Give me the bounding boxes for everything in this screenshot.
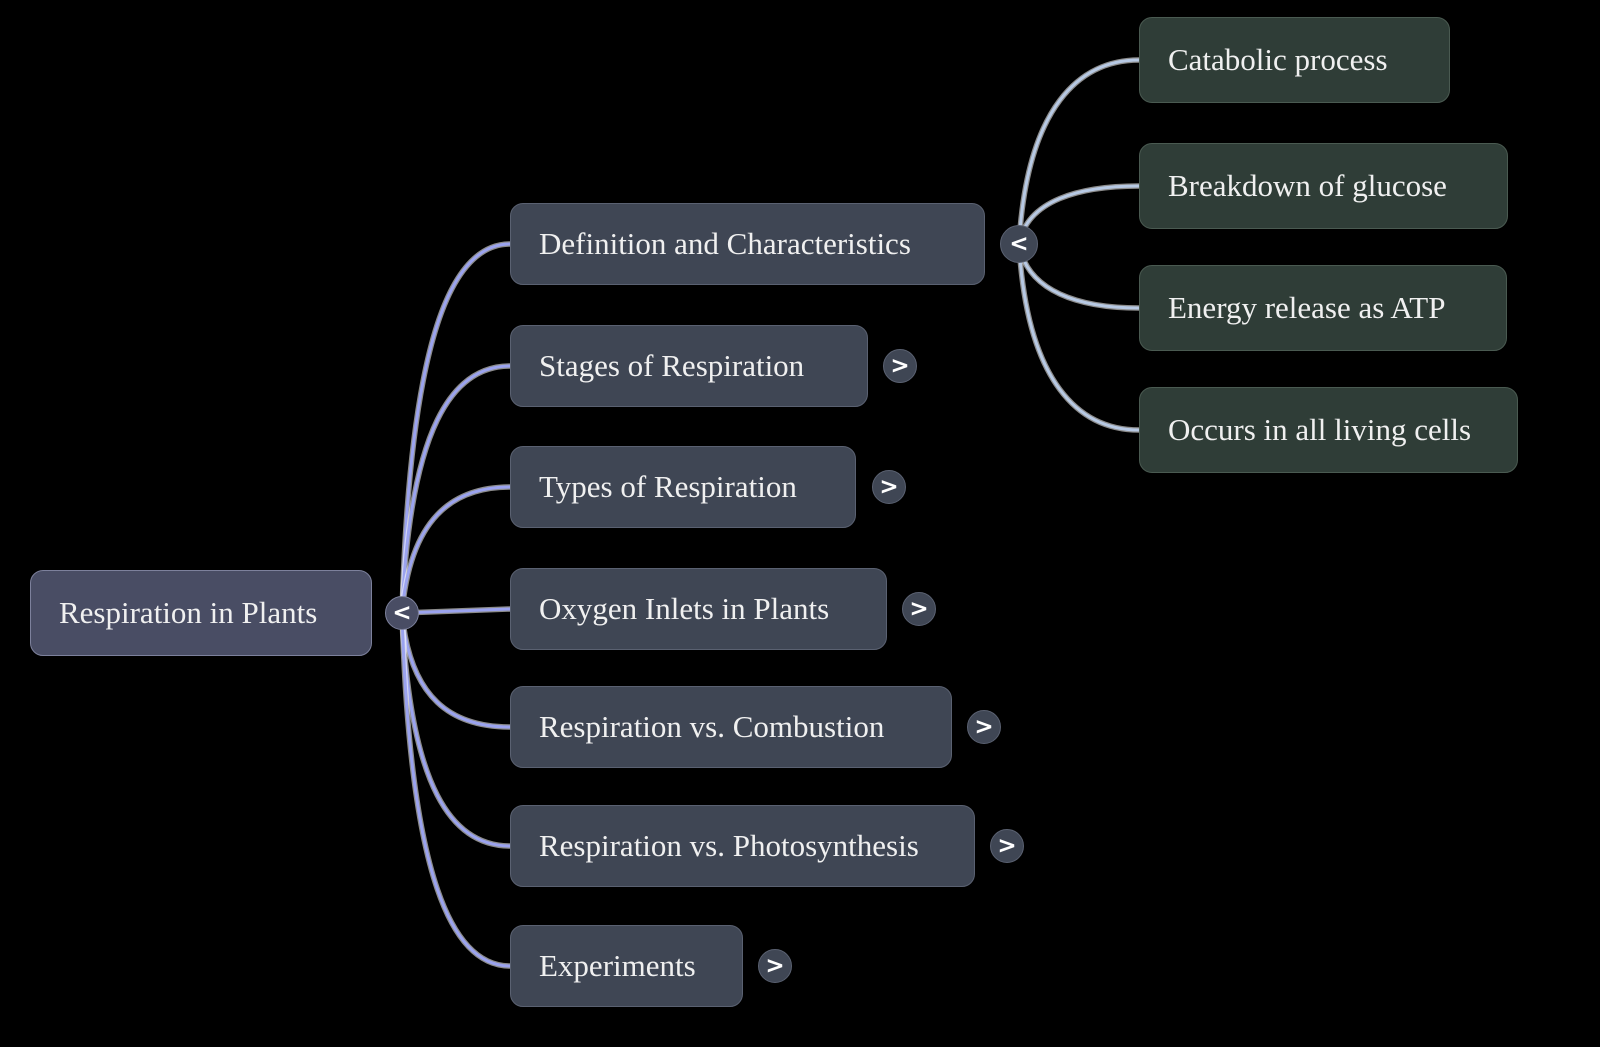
leaf-node[interactable]: Energy release as ATP (1139, 265, 1507, 351)
root-branch-link (400, 485, 512, 615)
leaf-node-label: Breakdown of glucose (1168, 168, 1447, 203)
branch-node-label: Types of Respiration (539, 469, 797, 504)
branch-leaf-link-halo (1016, 183, 1142, 247)
root-branch-link (400, 607, 512, 615)
root-node-label: Respiration in Plants (59, 595, 318, 630)
expand-icon: > (879, 473, 899, 500)
expand-icon: > (997, 832, 1017, 859)
expand-children-button[interactable]: > (902, 592, 936, 626)
collapse-children-button[interactable]: < (1000, 225, 1038, 263)
branch-leaf-link (1017, 242, 1141, 432)
expand-children-button[interactable]: > (872, 470, 906, 504)
branch-node-experiments[interactable]: Experiments (510, 925, 743, 1007)
branch-node-label: Definition and Characteristics (539, 226, 911, 261)
leaf-node-label: Energy release as ATP (1168, 290, 1446, 325)
branch-node-vs-photosynthesis[interactable]: Respiration vs. Photosynthesis (510, 805, 975, 887)
leaf-node[interactable]: Occurs in all living cells (1139, 387, 1518, 473)
root-branch-link-halo (399, 241, 513, 616)
expand-icon: > (765, 952, 785, 979)
collapse-icon: < (392, 599, 412, 626)
branch-node-vs-combustion[interactable]: Respiration vs. Combustion (510, 686, 952, 768)
leaf-node-label: Occurs in all living cells (1168, 412, 1472, 447)
branch-node-label: Respiration vs. Combustion (539, 709, 885, 744)
branch-node-label: Experiments (539, 948, 696, 983)
expand-children-button[interactable]: > (990, 829, 1024, 863)
expand-children-button[interactable]: > (758, 949, 792, 983)
root-branch-link-halo (399, 484, 513, 616)
root-branch-link-halo (399, 610, 513, 730)
root-node[interactable]: Respiration in Plants (30, 570, 372, 656)
branch-node-definition[interactable]: Definition and Characteristics (510, 203, 985, 285)
collapse-icon: < (1009, 230, 1029, 257)
branch-node-label: Stages of Respiration (539, 348, 805, 383)
root-branch-link-halo (399, 610, 513, 969)
branch-node-label: Oxygen Inlets in Plants (539, 591, 830, 626)
branch-node-types[interactable]: Types of Respiration (510, 446, 856, 528)
root-collapse-button[interactable]: < (385, 596, 419, 630)
expand-icon: > (890, 352, 910, 379)
root-branch-link (400, 364, 512, 615)
branch-leaf-link-halo (1016, 57, 1142, 247)
branch-node-label: Respiration vs. Photosynthesis (539, 828, 919, 863)
leaf-node[interactable]: Breakdown of glucose (1139, 143, 1508, 229)
branch-leaf-link (1017, 58, 1141, 246)
branch-node-stages[interactable]: Stages of Respiration (510, 325, 868, 407)
expand-icon: > (909, 595, 929, 622)
leaf-node[interactable]: Catabolic process (1139, 17, 1450, 103)
expand-children-button[interactable]: > (967, 710, 1001, 744)
branch-node-oxygen-inlets[interactable]: Oxygen Inlets in Plants (510, 568, 887, 650)
branch-leaf-link-halo (1016, 241, 1142, 433)
branch-leaf-link-halo (1016, 241, 1142, 311)
root-branch-link (400, 242, 512, 615)
leaf-node-label: Catabolic process (1168, 42, 1388, 77)
root-branch-link (400, 611, 512, 968)
expand-icon: > (974, 713, 994, 740)
expand-children-button[interactable]: > (883, 349, 917, 383)
